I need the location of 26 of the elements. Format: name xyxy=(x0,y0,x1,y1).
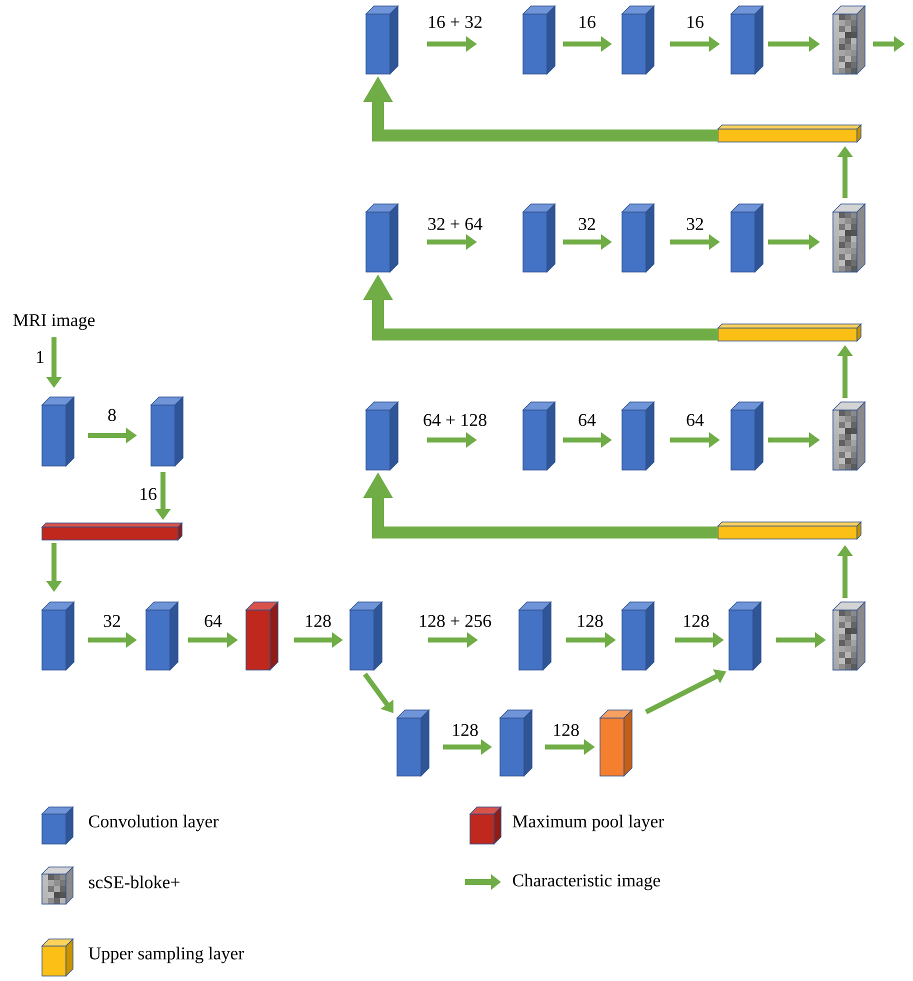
edge-label: 64 + 128 xyxy=(422,412,488,428)
edge-label: 16 xyxy=(577,14,597,30)
edge-label: 32 xyxy=(102,614,122,628)
edge-label: 1 xyxy=(34,350,46,364)
edge-label: 128 + 256 xyxy=(417,614,493,628)
edge-label: 16 xyxy=(138,486,158,502)
edge-label: 128 xyxy=(304,614,332,628)
legend-text: Maximum pool layer xyxy=(512,814,664,832)
edge-label: 16 + 32 xyxy=(426,14,484,30)
legend-text: Convolution layer xyxy=(88,814,219,832)
edge-label: 128 xyxy=(576,614,604,628)
edge-label: 16 xyxy=(685,14,705,30)
edge-label: 128 xyxy=(682,614,710,628)
legend-text: scSE-bloke+ xyxy=(88,876,180,888)
edge-label: 128 xyxy=(450,722,480,738)
edge-label: 64 xyxy=(577,412,597,428)
legend-text: Characteristic image xyxy=(512,874,660,890)
edge-label: 32 + 64 xyxy=(426,216,484,232)
edge-label: 128 xyxy=(552,722,580,738)
edge-label: 32 xyxy=(685,216,705,232)
input-label: MRI image xyxy=(13,314,95,330)
edge-label: 64 xyxy=(685,412,705,428)
legend-text: Upper sampling layer xyxy=(88,946,244,964)
edge-label: 32 xyxy=(577,216,597,232)
edge-label: 8 xyxy=(106,408,118,422)
edge-label: 64 xyxy=(203,614,223,628)
